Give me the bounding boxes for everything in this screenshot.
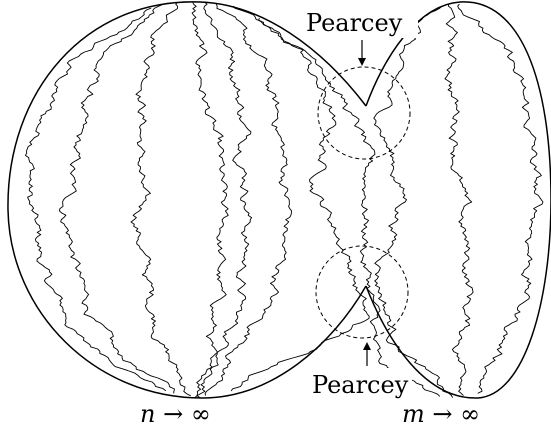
random-walk-path (457, 3, 544, 394)
random-walk-path (24, 7, 167, 392)
random-walk-path (58, 3, 175, 394)
random-walk-path (204, 3, 292, 396)
pearcey-bottom-label: Pearcey (312, 371, 409, 399)
random-walk-path (191, 1, 229, 399)
n-limit-label: n → ∞ (140, 400, 211, 428)
random-walk-paths (24, 1, 544, 399)
label-bg-bottom (308, 368, 412, 400)
m-limit-label: m → ∞ (402, 400, 480, 428)
pearcey-top-circle (317, 66, 411, 160)
random-walk-path (130, 1, 191, 397)
right-boundary-curve (365, 1, 551, 399)
left-boundary-upper (199, 1, 367, 107)
random-walk-path (444, 3, 474, 396)
random-walk-path (373, 5, 453, 398)
random-walk-path (196, 1, 253, 399)
arrow-bottom (363, 342, 371, 366)
left-boundary-curve (7, 1, 367, 399)
label-bg-top (302, 6, 418, 38)
pearcey-top-label: Pearcey (306, 9, 403, 37)
pearcey-bottom-circle (315, 245, 409, 339)
label-bg-n (134, 400, 254, 429)
random-walk-path (258, 17, 441, 397)
label-bg-m (396, 400, 520, 429)
arrow-top (358, 40, 366, 66)
random-walk-path (230, 5, 370, 392)
